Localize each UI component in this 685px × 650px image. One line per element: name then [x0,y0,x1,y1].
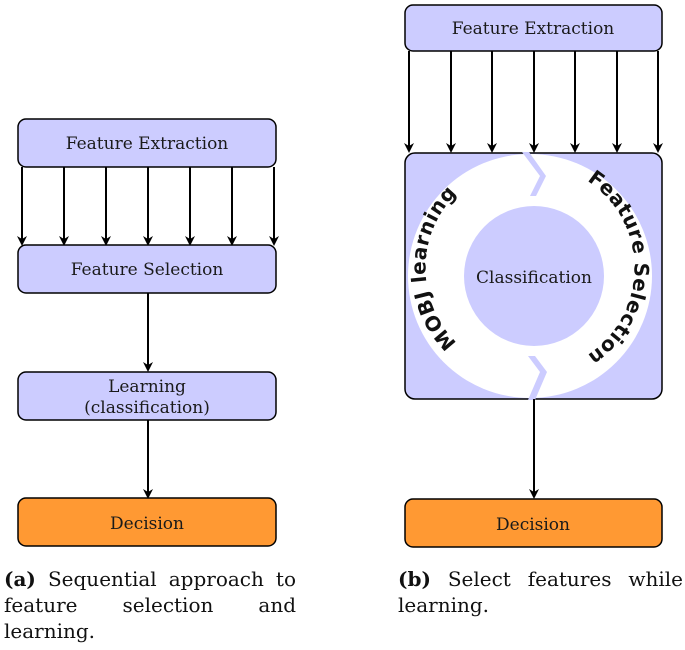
a-feature-extraction-label: Feature Extraction [66,134,229,154]
b-classification-label: Classification [476,268,592,288]
caption-a-text: Sequential approach to feature selection… [4,567,297,643]
b-classification-circle [464,206,604,346]
b-decision-label: Decision [496,515,570,535]
a-feature-selection-label: Feature Selection [71,260,224,280]
b-extraction-arrows [404,51,663,153]
caption-a: (a) Sequential approach to feature selec… [4,566,296,644]
a-learning-label-line1: Learning [108,377,186,397]
a-extraction-arrows [17,167,279,246]
caption-b: (b) Select features while learning. [398,566,683,618]
caption-b-text: Select features while learning. [398,567,684,617]
b-feature-extraction-label: Feature Extraction [452,19,615,39]
panel-a: Feature Extraction Feature Selection Lea… [17,118,279,547]
b-decision-box [404,498,663,548]
caption-a-label: (a) [4,567,36,591]
b-ring-gap-bottom [528,356,547,400]
b-ring-gap-top [522,152,546,196]
a-learning-label-line2: (classification) [84,398,210,418]
a-decision-box [17,497,277,547]
caption-b-label: (b) [398,567,431,591]
panel-b: Feature Extraction Classification MOBJ l… [404,4,663,548]
a-decision-label: Decision [110,514,184,534]
